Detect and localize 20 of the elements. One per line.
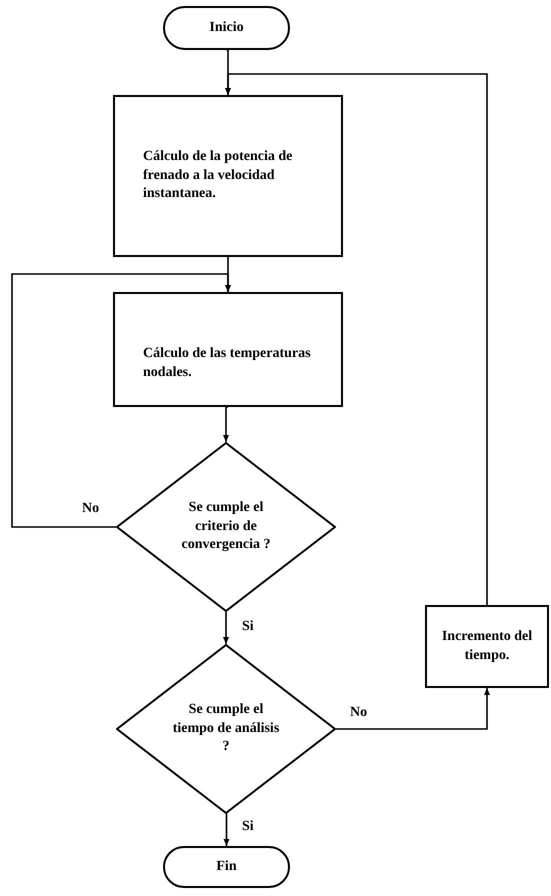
process-box xyxy=(425,605,549,688)
node-text: Incremento del tiempo. xyxy=(440,628,534,664)
arrow xyxy=(11,273,231,528)
terminal-shape xyxy=(163,6,290,50)
arrow xyxy=(224,813,230,846)
arrow xyxy=(225,73,488,605)
node-text: Cálculo de las temperaturas nodales. xyxy=(143,344,312,382)
terminal-shape xyxy=(163,846,290,888)
arrow xyxy=(336,688,490,730)
decision-diamond xyxy=(116,644,336,814)
node-text: Se cumple el tiempo de análisis ? xyxy=(172,700,280,756)
node-text: Fin xyxy=(216,858,237,876)
process-box xyxy=(113,95,343,257)
arrow xyxy=(223,406,229,442)
process-box xyxy=(113,292,343,407)
node-text: Cálculo de la potencia de frenado a la velocidad instantanea. xyxy=(143,148,294,204)
node-text: Inicio xyxy=(209,18,244,37)
decision-diamond xyxy=(116,442,336,612)
node-text: Se cumple el criterio de convergencia ? xyxy=(180,498,272,554)
arrow xyxy=(223,611,229,644)
